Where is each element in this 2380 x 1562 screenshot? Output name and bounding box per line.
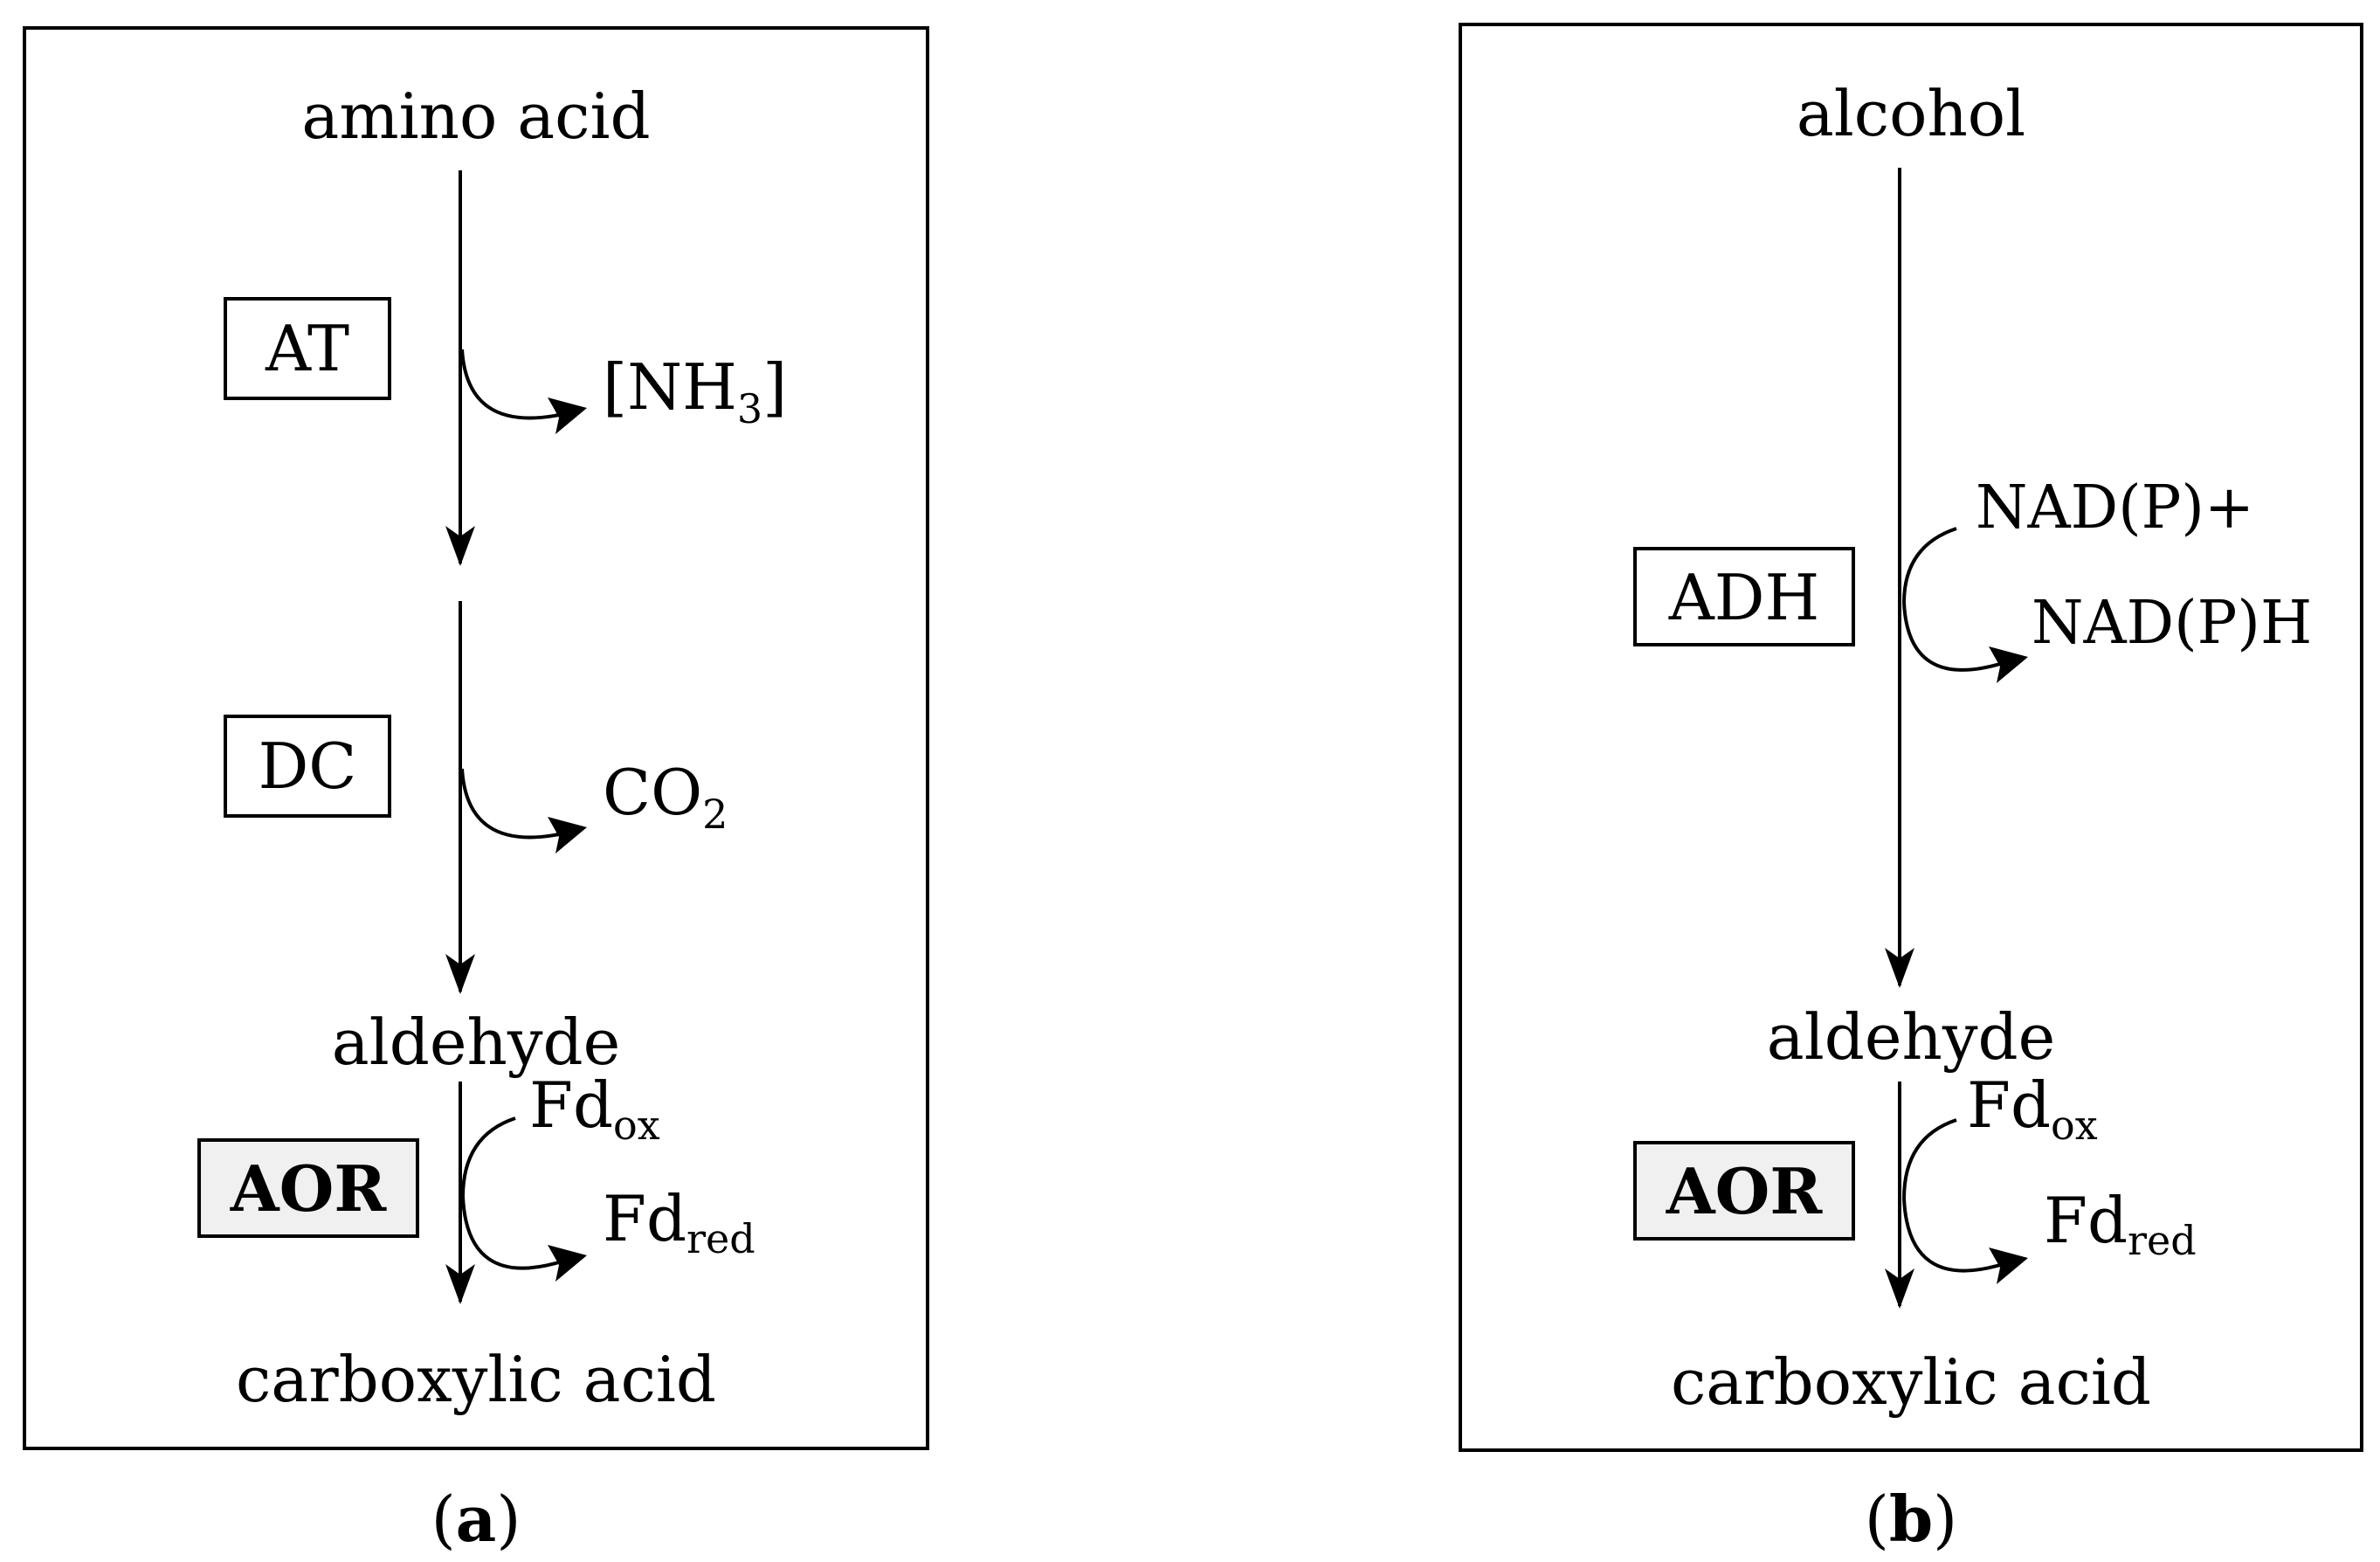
- panel-b-enzyme-aor-box: [1633, 1141, 1855, 1241]
- panel-b-nad-curve: [1901, 527, 2001, 672]
- panel-a-enzyme-dc: DC: [259, 729, 357, 803]
- panel-a-enzyme-dc-box: [224, 715, 391, 818]
- panel-b-enzyme-aor: AOR: [1666, 1154, 1824, 1228]
- panel-b-product: carboxylic acid: [1671, 1345, 2151, 1419]
- panel-b-cofactor-fd-ox: Fdox: [1967, 1068, 2098, 1149]
- panel-a-label: (a): [431, 1482, 521, 1556]
- panel-b-fd-arrowhead: [1989, 1248, 2028, 1284]
- panel-b-cofactor-nadph: NAD(P)H: [2032, 589, 2312, 658]
- panel-a-intermediate: aldehyde: [332, 1006, 620, 1079]
- panel-a-fd-arrowhead: [548, 1245, 587, 1282]
- panel-a-arrowhead-1: [445, 526, 475, 566]
- panel-a-co2-curve: [460, 768, 560, 840]
- panel-b-enzyme-adh-box: [1633, 547, 1855, 646]
- panel-b-arrowhead-2: [1885, 1268, 1914, 1309]
- panel-b-frame: [1459, 23, 2363, 1452]
- panel-a-enzyme-at-box: [224, 297, 391, 400]
- panel-a-co2-arrowhead: [548, 817, 587, 854]
- panel-b-substrate: alcohol: [1797, 77, 2025, 150]
- panel-a-cofactor-fd-red: Fdred: [603, 1182, 755, 1262]
- panel-b-intermediate: aldehyde: [1767, 1000, 2055, 1074]
- panel-a-enzyme-at: AT: [265, 312, 349, 385]
- panel-b-label: (b): [1865, 1482, 1958, 1556]
- panel-a-cofactor-fd-ox: Fdox: [529, 1068, 660, 1149]
- panel-a-nh3-curve: [460, 349, 560, 420]
- panel-b-cofactor-fd-red: Fdred: [2044, 1184, 2197, 1264]
- panel-a-arrowhead-3: [445, 1264, 475, 1304]
- panel-a-arrowhead-2: [445, 954, 475, 994]
- panel-b-arrowhead-1: [1885, 948, 1914, 988]
- panel-a-byproduct-nh3: [NH3]: [603, 350, 787, 432]
- panel-a: amino acid AT [NH3] DC CO2 aldehyde AO: [23, 26, 929, 1556]
- panel-a-frame: [23, 26, 929, 1450]
- panel-a-byproduct-co2: CO2: [603, 756, 728, 838]
- panel-b-enzyme-adh: ADH: [1668, 561, 1820, 634]
- panel-b-nad-arrowhead: [1989, 646, 2028, 683]
- panel-b-fd-curve: [1901, 1118, 2001, 1273]
- panel-a-substrate: amino acid: [301, 79, 650, 153]
- panel-a-enzyme-aor: AOR: [230, 1151, 388, 1226]
- panel-a-enzyme-aor-box: [197, 1138, 419, 1238]
- panel-a-fd-curve: [460, 1116, 560, 1270]
- panel-a-nh3-arrowhead: [548, 397, 587, 434]
- panel-b-cofactor-nadp-plus: NAD(P)+: [1976, 473, 2254, 543]
- panel-a-product: carboxylic acid: [236, 1343, 716, 1416]
- panel-b: alcohol ADH NAD(P)+ NAD(P)H aldehyde AOR…: [1459, 23, 2363, 1556]
